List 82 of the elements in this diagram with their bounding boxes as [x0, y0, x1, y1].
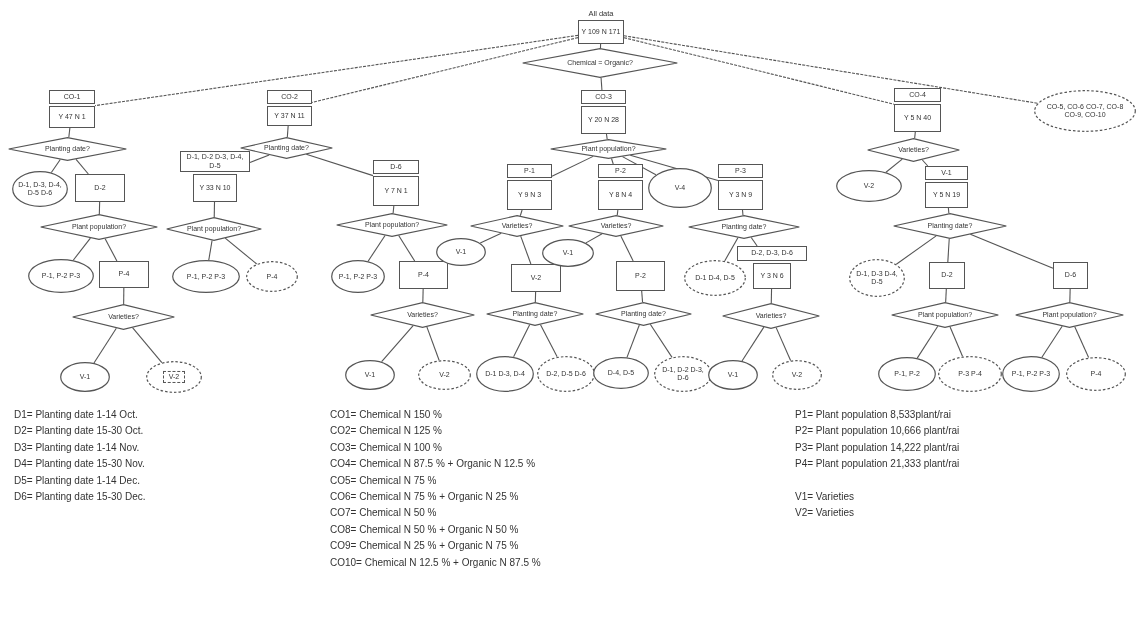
connector-line — [551, 155, 594, 177]
note-text: P3= Plant population 14,222 plant/rai — [795, 441, 960, 453]
connector-line — [626, 324, 640, 358]
connector-line — [585, 233, 603, 244]
connector-line — [224, 237, 258, 265]
connector-line — [895, 235, 937, 265]
connector-line — [208, 239, 213, 261]
connector-line — [969, 233, 1054, 269]
connector-line — [616, 209, 619, 216]
connector-line — [949, 326, 964, 358]
connector-line — [94, 34, 579, 107]
note-text: CO6= Chemical N 75 % + Organic N 25 % — [330, 491, 519, 502]
note-text: CO7= Chemical N 50 % — [330, 507, 437, 519]
connector-line — [520, 235, 532, 265]
note-text: CO8= Chemical N 50 % + Organic N 50 % — [330, 523, 519, 535]
connector-line — [367, 234, 386, 262]
note-text: V1= Varieties — [795, 491, 854, 502]
connector-line — [479, 232, 502, 244]
note-text: D1= Planting date 1-14 Oct. — [14, 409, 138, 420]
connector-line — [770, 288, 773, 304]
connector-line — [519, 209, 523, 217]
connector-line — [947, 238, 950, 263]
connector-line — [916, 325, 939, 359]
note-text: CO4= Chemical N 87.5 % + Organic N 12.5 % — [330, 458, 536, 470]
connector-line — [381, 325, 414, 363]
connector-line — [945, 288, 947, 303]
connector-line — [621, 156, 657, 176]
note-text: CO10= Chemical N 12.5 % + Organic N 87.5 % — [330, 556, 541, 568]
connector-line — [623, 37, 895, 105]
note-text: CO3= Chemical N 100 % — [330, 441, 442, 453]
connector-line — [392, 205, 395, 214]
connector-line — [750, 236, 758, 247]
connector-line — [50, 159, 61, 174]
connector-line — [724, 237, 739, 262]
connector-line — [914, 131, 916, 139]
connector-line — [534, 291, 537, 303]
connector-line — [311, 37, 579, 104]
note-text: CO5= Chemical N 75 % — [330, 474, 437, 486]
connector-line — [641, 290, 644, 303]
connector-line — [649, 323, 673, 358]
connector-line — [1074, 326, 1090, 359]
note-text: CO1= Chemical N 150 % — [330, 409, 442, 420]
connector-line — [775, 327, 792, 362]
note-text: CO9= Chemical N 25 % + Organic N 75 % — [330, 540, 519, 552]
note-text: P2= Plant population 10,666 plant/rai — [795, 425, 960, 437]
connector-line — [131, 327, 163, 364]
connector-line — [513, 324, 531, 358]
connector-line — [885, 158, 903, 173]
note-text: V2= Varieties — [795, 507, 854, 519]
connector-line — [623, 35, 1039, 104]
note-text: CO2= Chemical N 125 % — [330, 425, 442, 437]
connector-line — [947, 207, 950, 214]
note-text: D4= Planting date 15-30 Nov. — [14, 458, 145, 470]
note-text: D3= Planting date 1-14 Nov. — [14, 441, 140, 453]
connector-line — [539, 324, 558, 358]
connector-line — [305, 153, 374, 177]
connector-line — [422, 288, 424, 303]
connector-line — [605, 133, 608, 140]
connector-line — [104, 238, 118, 262]
connector-line — [741, 209, 744, 216]
connector-line — [620, 235, 634, 262]
note-text: D6= Planting date 15-30 Dec. — [14, 491, 146, 502]
connector-line — [75, 158, 89, 175]
connector-line — [600, 77, 603, 91]
connector-line — [249, 154, 270, 164]
connector-line — [741, 326, 765, 362]
note-text: P4= Plant population 21,333 plant/rai — [795, 458, 960, 470]
connector-line — [426, 326, 440, 361]
connector-line — [98, 201, 101, 215]
connector-line — [286, 125, 289, 138]
connector-line — [921, 159, 929, 167]
connector-line — [72, 237, 91, 261]
connector-line — [398, 235, 416, 262]
note-text: P1= Plant population 8,533plant/rai — [795, 409, 951, 420]
note-text: D2= Planting date 15-30 Oct. — [14, 425, 144, 437]
connector-line — [93, 327, 117, 364]
connector-line — [599, 43, 602, 49]
connector-line — [1069, 288, 1071, 303]
connector-line — [68, 127, 71, 138]
connector-line — [610, 157, 614, 165]
note-text: D5= Planting date 1-14 Dec. — [14, 474, 140, 486]
connector-line — [1041, 325, 1063, 358]
